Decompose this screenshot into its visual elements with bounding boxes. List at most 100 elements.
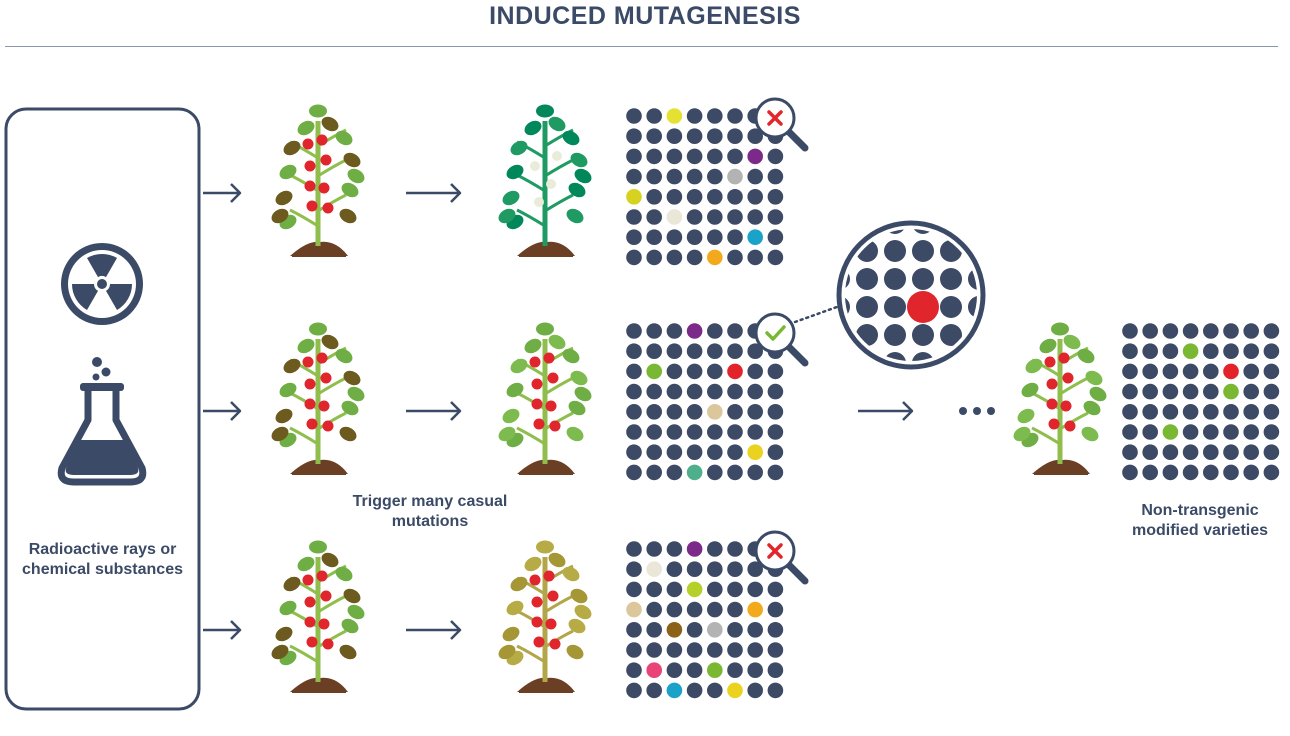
grid-dot: [1243, 323, 1259, 339]
leaf: [1083, 400, 1101, 416]
grid-dot: [747, 404, 763, 420]
leaf: [321, 334, 339, 350]
leaf: [1039, 338, 1057, 354]
leaf: [574, 604, 592, 620]
target-mutation-dot: [907, 291, 939, 323]
grid-dot: [666, 108, 683, 124]
leaf: [502, 408, 520, 424]
grid-dot: [646, 363, 662, 380]
leaf: [309, 104, 327, 118]
grid-dot: [707, 168, 723, 185]
leaf: [1051, 322, 1069, 336]
grid-dot: [727, 323, 743, 339]
grid-dot: [626, 541, 642, 557]
grid-dot: [626, 682, 642, 699]
leaf: [536, 540, 554, 554]
leaf: [321, 552, 339, 568]
leaf: [1089, 386, 1107, 402]
grid-dot: [707, 424, 723, 440]
leaf: [502, 626, 520, 642]
grid-dot: [666, 128, 683, 144]
grid-dot: [626, 108, 642, 124]
arrow-row-1-b: [406, 183, 462, 203]
grid-dot: [747, 229, 763, 245]
leaf: [335, 566, 353, 582]
tomato: [318, 400, 330, 412]
tomato: [533, 418, 545, 430]
tomato: [1044, 356, 1056, 368]
zoom-dot: [884, 240, 906, 262]
tomato: [302, 574, 314, 586]
tomato: [547, 590, 559, 602]
zoom-dot: [856, 380, 878, 402]
zoom-dot: [884, 324, 906, 346]
grid-dot: [1182, 424, 1199, 440]
grid-dot: [686, 363, 703, 380]
grid-dot: [727, 168, 743, 185]
grid-dot: [666, 444, 683, 461]
zoom-dot: [996, 212, 1018, 234]
grid-dot: [646, 404, 662, 420]
grid-dot: [626, 343, 642, 360]
grid-dot: [666, 601, 683, 618]
grid-dot: [626, 642, 642, 658]
grid-dot: [727, 561, 743, 577]
grid-dot: [666, 383, 683, 400]
grid-dot: [1203, 404, 1219, 420]
leaf: [283, 358, 301, 374]
tomato: [529, 574, 541, 586]
tomato: [302, 138, 314, 150]
soil: [517, 241, 575, 256]
grid-dot: [1162, 424, 1179, 440]
zoom-dot: [912, 268, 934, 290]
grid-dot: [686, 424, 703, 440]
grid-dot: [707, 444, 723, 461]
tomato: [320, 372, 332, 384]
grid-dot: [747, 444, 763, 461]
grid-dot: [707, 229, 723, 245]
leaf: [506, 600, 524, 616]
grid-dot: [767, 168, 784, 185]
leaf: [574, 386, 592, 402]
grid-dot: [1142, 363, 1158, 380]
zoom-dot: [884, 296, 906, 318]
leaf: [566, 208, 584, 224]
grid-dot: [666, 581, 683, 598]
grid-dot: [767, 363, 784, 380]
leaf: [1077, 348, 1095, 364]
grid-dot: [1122, 383, 1138, 400]
tomato: [1062, 372, 1074, 384]
grid-dot: [727, 128, 743, 144]
tomato: [318, 182, 330, 194]
leaf: [506, 164, 524, 180]
grid-dot: [1203, 424, 1219, 440]
grid-dot: [727, 404, 743, 420]
grid-dot: [707, 622, 723, 638]
grid-dot: [1263, 363, 1280, 380]
grid-dot: [747, 662, 763, 678]
leaf: [297, 338, 315, 354]
grid-dot: [1223, 424, 1239, 440]
grid-dot: [646, 541, 662, 557]
grid-dot: [1223, 404, 1239, 420]
grid-dot: [747, 601, 763, 618]
grid-dot: [747, 642, 763, 658]
zoom-dot: [828, 380, 850, 402]
grid-dot: [686, 622, 703, 638]
grid-dot: [686, 541, 703, 557]
grid-dot: [646, 323, 662, 339]
grid-dot: [1203, 363, 1219, 380]
leaf: [524, 556, 542, 572]
grid-dot: [626, 148, 642, 165]
tomato: [533, 636, 545, 648]
mutations-label: Trigger many casual mutations: [352, 493, 508, 530]
result-plant: [1013, 322, 1107, 475]
diagram-title: INDUCED MUTAGENESIS: [489, 2, 801, 30]
grid-dot: [1162, 323, 1179, 339]
arrow-row-3-b: [406, 620, 462, 640]
tomato: [318, 618, 330, 630]
leaf: [524, 338, 542, 354]
leaf: [568, 618, 586, 634]
soil: [1032, 459, 1090, 474]
grid-dot: [686, 209, 703, 225]
